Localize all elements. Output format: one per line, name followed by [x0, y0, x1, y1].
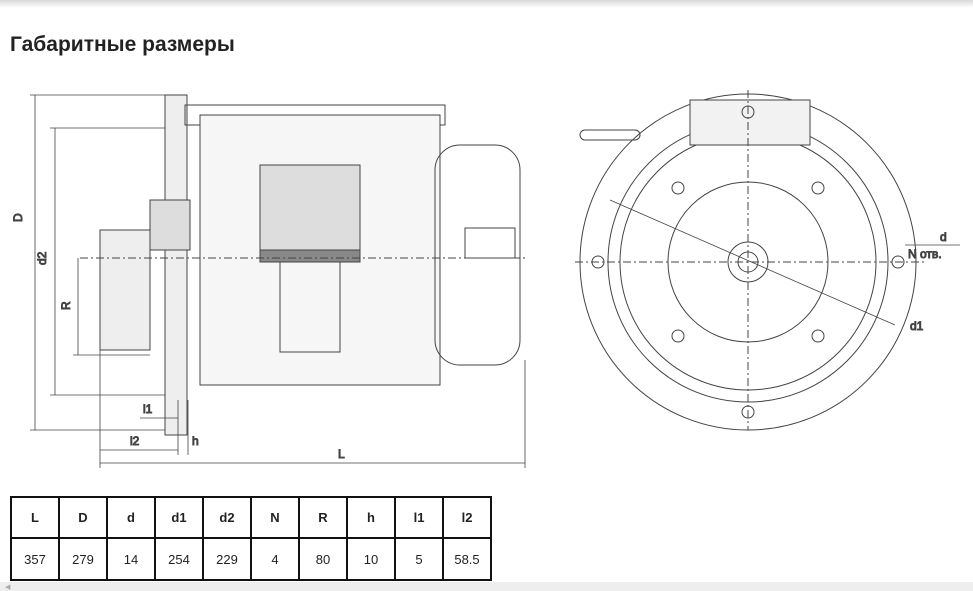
side-view: [80, 94, 525, 436]
value-cell: 58.5: [442, 537, 492, 581]
label-d2: d2: [35, 251, 49, 265]
header-cell: L: [10, 496, 60, 539]
label-D: D: [11, 213, 25, 222]
header-cell: l2: [442, 496, 492, 539]
value-cell: 279: [58, 537, 108, 581]
front-view: [575, 90, 960, 431]
label-l1: l1: [143, 402, 153, 416]
value-cell: 14: [106, 537, 156, 581]
dimension-lines: [30, 94, 526, 468]
header-cell: R: [298, 496, 348, 539]
header-cell: d2: [202, 496, 252, 539]
value-cell: 254: [154, 537, 204, 581]
scroll-left-icon[interactable]: ◀: [5, 584, 11, 591]
label-h: h: [192, 434, 199, 448]
horizontal-scrollbar[interactable]: ◀: [0, 582, 973, 591]
label-l2: l2: [130, 434, 140, 448]
value-cell: 229: [202, 537, 252, 581]
header-cell: D: [58, 496, 108, 539]
section-title: Габаритные размеры: [10, 33, 235, 56]
table-row: 357 279 14 254 229 4 80 10 5 58.5: [10, 537, 492, 581]
label-d1: d1: [910, 319, 924, 333]
header-cell: d1: [154, 496, 204, 539]
header-cell: d: [106, 496, 156, 539]
label-R: R: [59, 301, 73, 310]
value-cell: 80: [298, 537, 348, 581]
label-L: L: [338, 447, 345, 461]
value-cell: 5: [394, 537, 444, 581]
header-cell: l1: [394, 496, 444, 539]
top-shadow: [0, 0, 973, 8]
label-d: d: [940, 230, 947, 244]
table-header-row: L D d d1 d2 N R h l1 l2: [10, 496, 492, 539]
value-cell: 4: [250, 537, 300, 581]
header-cell: N: [250, 496, 300, 539]
label-N: N отв.: [908, 247, 942, 261]
header-cell: h: [346, 496, 396, 539]
dimensions-table: L D d d1 d2 N R h l1 l2 357 279 14 254 2…: [10, 496, 492, 581]
value-cell: 10: [346, 537, 396, 581]
value-cell: 357: [10, 537, 60, 581]
